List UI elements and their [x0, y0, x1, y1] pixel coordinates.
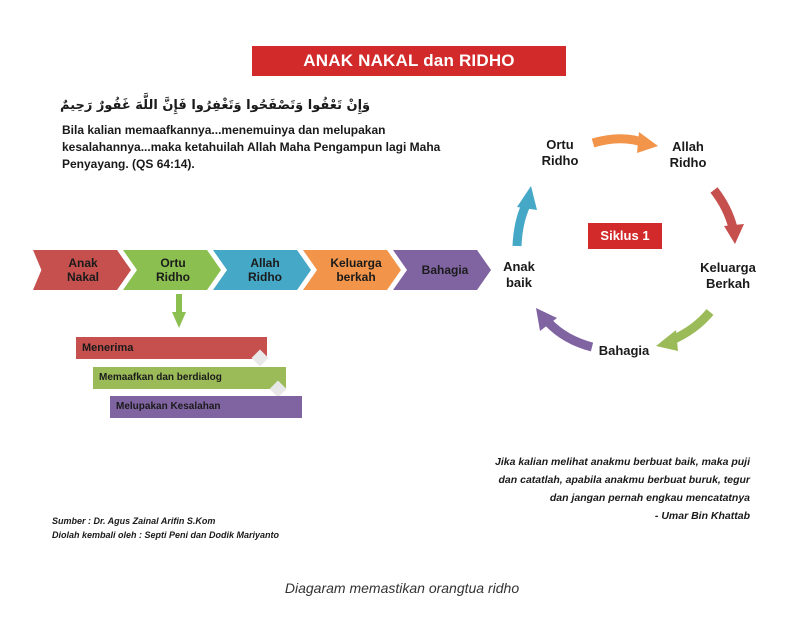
quote-block: Jika kalian melihat anakmu berbuat baik,…: [494, 456, 750, 522]
step-box-menerima: Menerima: [76, 337, 267, 359]
cycle-arrow-left: [512, 186, 537, 247]
down-arrow-icon: [172, 294, 186, 328]
figure-caption: Diagaram memastikan orangtua ridho: [284, 580, 520, 596]
cycle-center-label: Siklus 1: [588, 223, 662, 249]
arabic-verse: وَإِنْ تَعْفُوا وَتَصْفَحُوا وَتَغْفِرُو…: [60, 98, 371, 113]
page-title: ANAK NAKAL dan RIDHO ORANGTUA: [252, 46, 566, 100]
cycle-arrow-right: [710, 187, 744, 244]
flow-chevron-1: [33, 250, 131, 290]
verse-translation: Bila kalian memaafkannya...menemuinya da…: [62, 123, 441, 171]
flow-step-5: Bahagia: [421, 263, 469, 277]
step-box-melupakan: Melupakan Kesalahan: [110, 396, 302, 418]
cycle-arrow-bottom-left: [536, 308, 594, 352]
cycle-node-bahagia: Bahagia: [598, 343, 650, 358]
cycle-arrow-bottom-right: [656, 309, 714, 351]
source-credit: Sumber : Dr. Agus Zainal Arifin S.Kom Di…: [52, 516, 280, 540]
flow-chevron-4: [303, 250, 401, 290]
flow-chevron-5: [393, 250, 491, 290]
flow-chevron-3: [213, 250, 311, 290]
cycle-arrow-top: [591, 132, 658, 153]
step-box-memaafkan: Memaafkan dan berdialog: [93, 367, 286, 389]
flow-chevron-2: [123, 250, 221, 290]
